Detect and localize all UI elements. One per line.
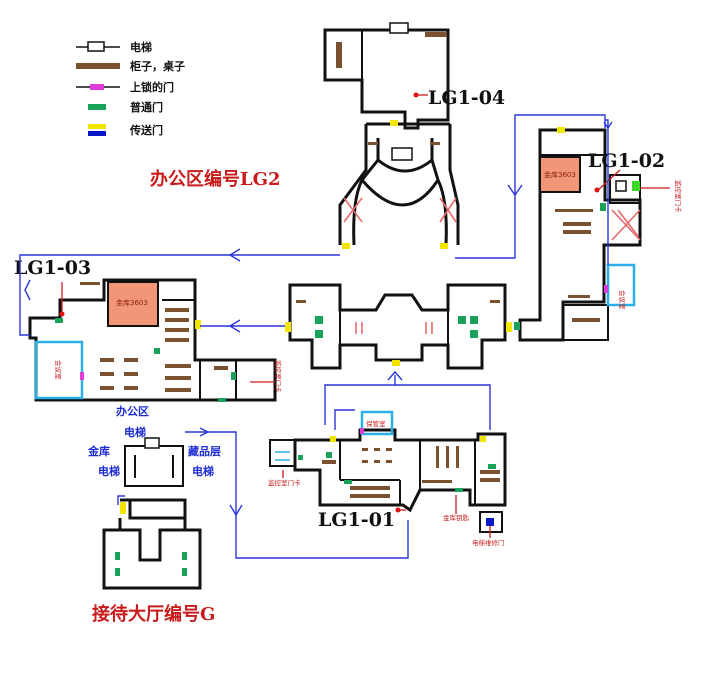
lobby-collection: 藏品层: [188, 444, 221, 458]
lobby-elevator-right: 电梯: [192, 464, 214, 478]
floor-label-lg1-02: LG1-02: [588, 150, 665, 172]
svg-text:保管室: 保管室: [366, 419, 386, 428]
svg-text:会议室: 会议室: [54, 360, 63, 380]
navigation-paths: [19, 114, 613, 559]
zone-label-lg2: 办公区编号LG2: [150, 168, 281, 190]
elevator-icon: [144, 437, 160, 449]
area-central-hub: [285, 283, 512, 370]
svg-text:监控室门卡: 监控室门卡: [674, 180, 683, 213]
legend: 电梯 柜子，桌子 上锁的门 普通门 传送门: [76, 40, 185, 137]
svg-text:电梯维修门: 电梯维修门: [472, 538, 505, 547]
office-label: 办公区: [116, 404, 149, 418]
area-g-lobby: 电梯 金库 电梯 藏品层 电梯: [87, 425, 221, 590]
area-lg1-02: 金库3603 会议室 监控室门卡: [514, 127, 683, 342]
floor-label-lg1-04: LG1-04: [428, 87, 505, 109]
vault-room-label-b: 金库3603: [544, 170, 576, 179]
legend-teleport-door-label: 传送门: [129, 123, 163, 137]
floor-label-lg1-03: LG1-03: [14, 257, 91, 279]
floor-label-lg1-01: LG1-01: [318, 509, 395, 531]
legend-elevator-label: 电梯: [130, 40, 152, 54]
legend-locked-door-icon: [76, 84, 120, 90]
area-lg1-04: [323, 22, 460, 249]
lobby-vault: 金库: [87, 444, 110, 458]
legend-elevator-icon: [76, 41, 120, 52]
zone-label-g: 接待大厅编号G: [92, 603, 215, 625]
svg-text:金库钥匙: 金库钥匙: [443, 513, 470, 522]
svg-text:监控室门卡: 监控室门卡: [268, 478, 301, 487]
elevator-icon: [389, 22, 409, 34]
area-lg1-03: 金库3603 会议室 监控室门卡 办公区: [28, 278, 283, 418]
legend-desk-icon: [76, 63, 120, 69]
lobby-elevator-top: 电梯: [124, 425, 146, 439]
legend-locked-door-label: 上锁的门: [130, 80, 174, 94]
vault-room-label-a: 金库3603: [116, 298, 148, 307]
legend-teleport-door-icon: [88, 124, 106, 136]
area-lg1-01: 保管室 监控室门卡 金库钥匙: [268, 410, 507, 547]
legend-desk-label: 柜子，桌子: [129, 59, 185, 73]
legend-normal-door-icon: [88, 104, 106, 110]
svg-text:监控室门卡: 监控室门卡: [274, 360, 283, 393]
legend-normal-door-label: 普通门: [130, 100, 163, 114]
svg-text:会议室: 会议室: [618, 290, 627, 310]
lobby-elevator-left: 电梯: [98, 464, 120, 478]
